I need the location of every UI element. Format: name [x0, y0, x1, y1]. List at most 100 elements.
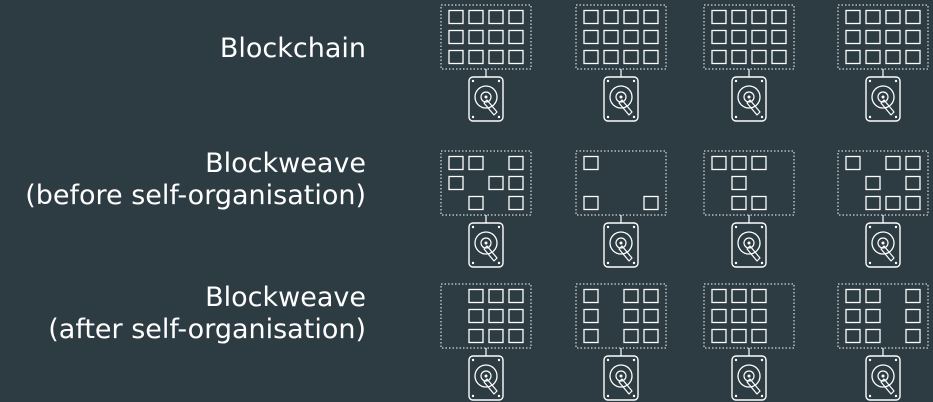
block: [885, 155, 901, 171]
block: [468, 195, 484, 211]
drive-platter: [737, 231, 761, 255]
drive-arm: [618, 378, 633, 395]
block: [845, 308, 861, 324]
block-container: [575, 283, 667, 349]
drive-platter: [474, 231, 498, 255]
drive-screw: [632, 225, 636, 229]
drive-platter: [871, 85, 895, 109]
hard-drive-icon: [865, 222, 901, 268]
block: [448, 155, 464, 171]
drive-screw: [868, 358, 872, 362]
block: [508, 49, 524, 65]
block: [643, 9, 659, 25]
block: [731, 308, 747, 324]
block: [771, 49, 787, 65]
block: [468, 328, 484, 344]
drive-body: [603, 222, 639, 268]
drive-screw: [606, 225, 610, 229]
drive-screw: [734, 115, 738, 119]
block-container: [703, 283, 795, 349]
drive-screw: [471, 394, 475, 398]
storage-node: [440, 150, 532, 268]
drive-screw: [606, 115, 610, 119]
storage-node: [575, 4, 667, 122]
drive-arm: [880, 378, 895, 395]
block: [751, 308, 767, 324]
hard-drive-icon: [603, 76, 639, 122]
block: [905, 328, 921, 344]
block: [583, 49, 599, 65]
label-line: Blockchain: [219, 33, 366, 64]
drive-body: [865, 222, 901, 268]
block-container: [440, 4, 532, 70]
block: [751, 195, 767, 211]
block-container: [440, 150, 532, 216]
row-label-blockchain: Blockchain: [220, 33, 366, 65]
block: [711, 49, 727, 65]
drive-platter-ring: [615, 237, 627, 249]
row-label-blockweave-after: Blockweave (after self-organisation): [48, 282, 366, 346]
drive-platter-ring: [480, 91, 492, 103]
block: [885, 49, 901, 65]
block: [845, 49, 861, 65]
block: [865, 175, 881, 191]
storage-node: [837, 150, 929, 268]
block: [508, 29, 524, 45]
hard-drive-icon: [865, 76, 901, 122]
hard-drive-icon: [731, 76, 767, 122]
block: [771, 9, 787, 25]
block: [468, 155, 484, 171]
drive-body: [468, 76, 504, 122]
storage-node: [440, 4, 532, 122]
drive-screw: [760, 79, 764, 83]
drive-screw: [632, 115, 636, 119]
drive-screw: [734, 79, 738, 83]
block: [905, 29, 921, 45]
drive-platter-ring: [615, 91, 627, 103]
block: [508, 175, 524, 191]
drive-arm: [746, 245, 761, 262]
drive-screw: [497, 261, 501, 265]
drive-body: [731, 76, 767, 122]
drive-screw: [606, 79, 610, 83]
block: [731, 195, 747, 211]
drive-screw: [868, 394, 872, 398]
drive-platter-ring: [743, 370, 755, 382]
storage-node: [837, 4, 929, 122]
block: [623, 288, 639, 304]
drive-body: [603, 76, 639, 122]
block-container: [837, 283, 929, 349]
storage-node: [703, 4, 795, 122]
drive-screw: [868, 225, 872, 229]
block: [448, 29, 464, 45]
block: [711, 29, 727, 45]
drive-spindle: [881, 95, 885, 99]
drive-platter-ring: [877, 370, 889, 382]
drive-body: [468, 222, 504, 268]
drive-arm: [618, 99, 633, 116]
row-label-blockweave-before: Blockweave (before self-organisation): [25, 148, 366, 212]
storage-node: [837, 283, 929, 401]
block: [865, 328, 881, 344]
drive-spindle: [881, 241, 885, 245]
block-container: [837, 4, 929, 70]
drive-screw: [734, 261, 738, 265]
block: [603, 9, 619, 25]
block: [731, 49, 747, 65]
block: [731, 9, 747, 25]
block: [905, 155, 921, 171]
drive-body: [865, 355, 901, 401]
block-container: [575, 4, 667, 70]
drive-platter: [609, 231, 633, 255]
label-line: (before self-organisation): [25, 180, 366, 211]
drive-screw: [632, 261, 636, 265]
drive-platter: [474, 85, 498, 109]
drive-spindle: [747, 241, 751, 245]
block: [643, 195, 659, 211]
block: [885, 29, 901, 45]
label-line: (after self-organisation): [48, 314, 366, 345]
drive-arm: [880, 99, 895, 116]
drive-screw: [497, 115, 501, 119]
block: [488, 288, 504, 304]
storage-node: [575, 150, 667, 268]
